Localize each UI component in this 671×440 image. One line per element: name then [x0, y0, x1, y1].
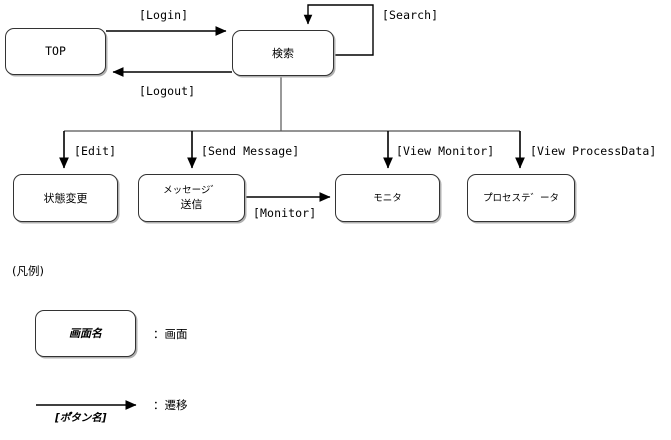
edge-label-monitor: [Monitor]: [253, 206, 317, 220]
node-top[interactable]: TOP: [5, 28, 106, 75]
node-send-message-label-line1: メッセージ゛: [163, 185, 220, 196]
node-monitor-label: モニタ: [373, 192, 402, 204]
node-send-message[interactable]: メッセージ゛ 送信: [138, 174, 245, 222]
legend-screen-box-label: 画面名: [69, 327, 102, 340]
edge-label-search: [Search]: [382, 8, 439, 22]
legend-button-label: [ボ゚タン名]: [55, 412, 107, 424]
node-send-message-label-line2: 送信: [180, 198, 203, 211]
edge-trunk: [64, 76, 520, 132]
node-process-data-label: プ゚ロセステ゛ータ: [482, 192, 559, 204]
node-top-label: TOP: [45, 44, 66, 58]
edge-label-send-message: [Send Message]: [201, 144, 300, 158]
node-search[interactable]: 検索: [232, 30, 334, 76]
legend-heading: (凡例): [12, 264, 44, 278]
edge-search-self: [303, 4, 374, 56]
node-state-change[interactable]: 状態変更: [13, 174, 118, 222]
edge-label-view-monitor: [View Monitor]: [396, 144, 495, 158]
legend-screen-meaning: ：画面: [153, 327, 188, 341]
legend-screen-box: 画面名: [35, 310, 136, 357]
node-search-label: 検索: [272, 46, 294, 60]
legend-transition-meaning: ：遷移: [153, 398, 188, 412]
edge-label-view-processdata: [View ProcessData]: [530, 144, 657, 158]
edge-label-edit: [Edit]: [74, 144, 117, 158]
edge-label-login: [Login]: [139, 8, 189, 22]
node-monitor[interactable]: モニタ: [335, 174, 440, 222]
node-state-change-label: 状態変更: [43, 191, 88, 205]
node-process-data[interactable]: プ゚ロセステ゛ータ: [467, 174, 575, 222]
edge-label-logout: [Logout]: [139, 84, 196, 98]
